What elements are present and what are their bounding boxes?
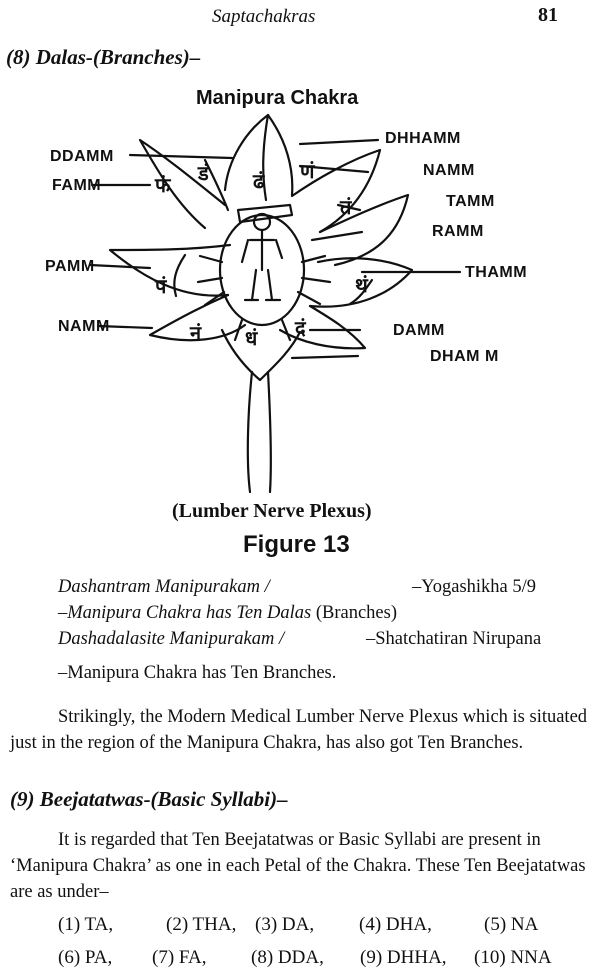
quote-3-text: Dashadalasite Manipurakam / [58, 629, 285, 649]
section-8-heading: (8) Dalas-(Branches)– [6, 45, 201, 69]
quote-1-source: –Yogashikha 5/9 [412, 577, 537, 597]
label-namm-left: NAMM [58, 318, 110, 335]
petal-syllable-pa: पं [154, 274, 168, 298]
label-namm-top: NAMM [423, 162, 475, 179]
petal-syllable-dha: धं [245, 326, 258, 350]
upper-right-petal [290, 148, 382, 234]
lower-right-petal [278, 304, 367, 350]
petal-syllable-dhha: ढं [252, 169, 265, 193]
figure-number: Figure 13 [243, 531, 350, 558]
stem [246, 370, 272, 494]
label-thamm: THAMM [465, 264, 528, 281]
left-inner-petal [203, 158, 230, 212]
page-number: 81 [538, 4, 558, 26]
lotus-illustration: फं डं ढं णं तं थं पं नं धं दं [88, 113, 462, 494]
petal-syllable-tha: थं [355, 273, 369, 297]
quote-1-text: Dashantram Manipurakam / [58, 577, 270, 597]
syllable-5: (5) NA [484, 914, 539, 935]
quote-4-text: –Manipura Chakra has Ten Branches. [58, 663, 337, 683]
petal-syllable-da: दं [294, 316, 307, 340]
left-petal [108, 243, 232, 297]
far-right-petal [308, 257, 414, 308]
syllable-1: (1) TA, [58, 914, 114, 935]
label-damm: DAMM [393, 322, 445, 339]
syllable-3: (3) DA, [255, 914, 315, 935]
bottom-petal [220, 328, 302, 382]
quote-2-text: –Manipura Chakra has Ten Dalas (Branches… [58, 603, 397, 623]
label-pamm: PAMM [45, 258, 95, 275]
syllable-7: (7) FA, [152, 947, 207, 968]
paragraph-beejatatwas: It is regarded that Ten Beejatatwas or B… [10, 830, 586, 902]
syllable-10: (10) NNA [474, 947, 552, 968]
paragraph-nerve-plexus: Strikingly, the Modern Medical Lumber Ne… [10, 707, 588, 753]
syllable-9: (9) DHHA, [360, 947, 447, 968]
label-tamm: TAMM [446, 193, 495, 210]
section-9-heading: (9) Beejatatwas-(Basic Syllabi)– [10, 787, 288, 811]
upper-left-petal [138, 138, 227, 230]
petal-syllable-na: नं [189, 321, 202, 345]
quote-3-source: –Shatchatiran Nirupana [366, 629, 542, 649]
deity-body [240, 228, 284, 302]
petal-syllable-nna: णं [299, 159, 316, 183]
syllable-6: (6) PA, [58, 947, 113, 968]
syllable-4: (4) DHA, [359, 914, 432, 935]
running-header-title: Saptachakras [212, 6, 316, 27]
label-dhhamm: DHHAMM [385, 130, 461, 147]
petal-syllable-pha: फं [154, 173, 172, 197]
right-petal [318, 193, 410, 267]
label-ramm: RAMM [432, 223, 484, 240]
syllable-8: (8) DDA, [251, 947, 324, 968]
figure-caption: (Lumber Nerve Plexus) [172, 500, 372, 522]
label-famm: FAMM [52, 177, 102, 194]
petal-syllable-ta: तं [339, 195, 353, 219]
figure-title: Manipura Chakra [196, 87, 359, 109]
label-dhamm: DHAM M [430, 348, 499, 365]
syllable-2: (2) THA, [166, 914, 237, 935]
label-ddamm: DDAMM [50, 148, 114, 165]
petal-syllable-dda: डं [197, 161, 210, 185]
deity-head [252, 212, 272, 232]
